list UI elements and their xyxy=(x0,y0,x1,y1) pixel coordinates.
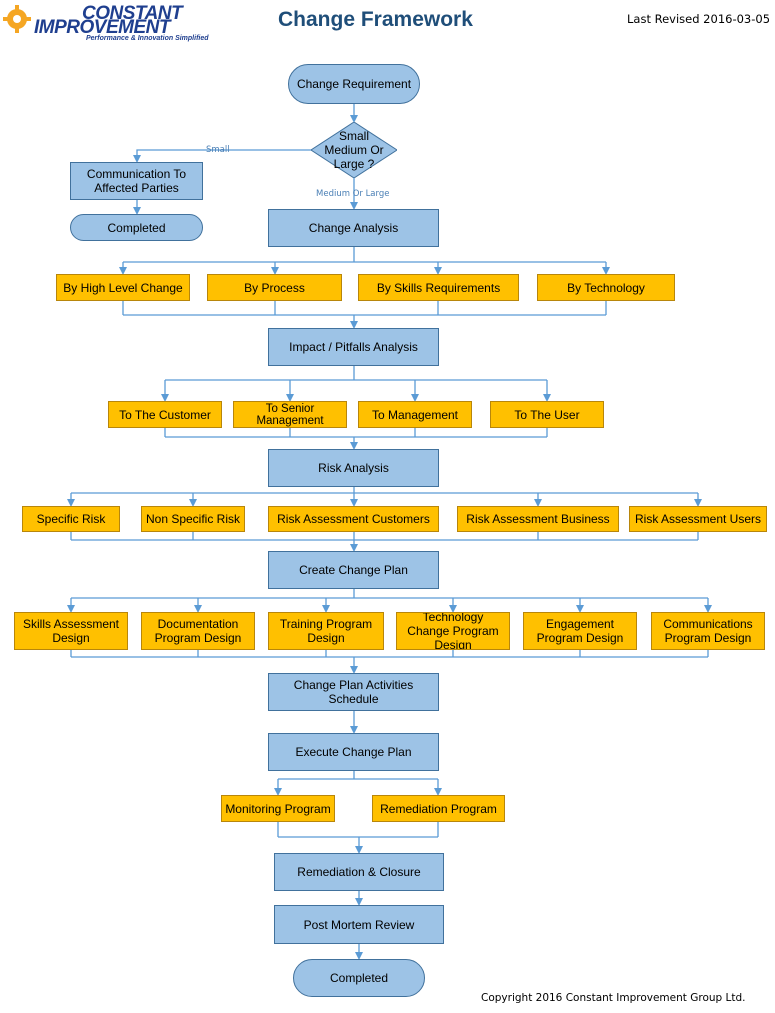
risk-specific: Specific Risk xyxy=(22,506,120,532)
plan-technology-change-program: Technology Change Program Design xyxy=(396,612,510,650)
completed-final: Completed xyxy=(293,959,425,997)
last-revised-date: Last Revised 2016-03-05 xyxy=(627,12,771,26)
create-change-plan: Create Change Plan xyxy=(268,551,439,589)
plan-communications-program: Communications Program Design xyxy=(651,612,765,650)
analysis-technology: By Technology xyxy=(537,274,675,301)
edge-label-medium-large: Medium Or Large xyxy=(316,189,390,199)
page-title: Change Framework xyxy=(278,8,473,31)
impact-management: To Management xyxy=(358,401,472,428)
impact-user: To The User xyxy=(490,401,604,428)
risk-analysis: Risk Analysis xyxy=(268,449,439,487)
execute-monitoring-program: Monitoring Program xyxy=(221,795,335,822)
decision-label-line-1: Small xyxy=(338,129,369,143)
impact-senior-management: To Senior Management xyxy=(233,401,347,428)
decision-label: Small Medium Or Large ? xyxy=(311,129,397,171)
gear-icon xyxy=(3,5,31,33)
decision-label-line-2: Medium Or xyxy=(324,143,384,157)
start-change-requirement: Change Requirement xyxy=(288,64,420,104)
post-mortem-review: Post Mortem Review xyxy=(274,905,444,944)
analysis-skills-requirements: By Skills Requirements xyxy=(358,274,519,301)
communication-affected-parties: Communication To Affected Parties xyxy=(70,162,203,200)
risk-non-specific: Non Specific Risk xyxy=(141,506,245,532)
plan-training-program: Training Program Design xyxy=(268,612,384,650)
change-analysis: Change Analysis xyxy=(268,209,439,247)
decision-diamond xyxy=(311,122,397,178)
analysis-process: By Process xyxy=(207,274,342,301)
remediation-closure: Remediation & Closure xyxy=(274,853,444,891)
risk-assessment-users: Risk Assessment Users xyxy=(629,506,767,532)
execute-change-plan: Execute Change Plan xyxy=(268,733,439,771)
logo-text-improvement: IMPROVEMENT xyxy=(34,17,170,38)
completed-small: Completed xyxy=(70,214,203,241)
impact-pitfalls-analysis: Impact / Pitfalls Analysis xyxy=(268,328,439,366)
decision-label-line-3: Large ? xyxy=(333,157,375,171)
execute-remediation-program: Remediation Program xyxy=(372,795,505,822)
change-plan-activities-schedule: Change Plan Activities Schedule xyxy=(268,673,439,711)
connector xyxy=(133,149,311,163)
logo-text-constant: CONSTANT xyxy=(82,3,183,24)
edge-label-small: Small xyxy=(206,145,230,155)
plan-engagement-program: Engagement Program Design xyxy=(523,612,637,650)
plan-documentation-program: Documentation Program Design xyxy=(141,612,255,650)
analysis-high-level-change: By High Level Change xyxy=(56,274,190,301)
plan-skills-assessment: Skills Assessment Design xyxy=(14,612,128,650)
logo-tagline: Performance & Innovation Simplified xyxy=(86,35,209,42)
risk-assessment-business: Risk Assessment Business xyxy=(457,506,619,532)
impact-customer: To The Customer xyxy=(108,401,222,428)
copyright-notice: Copyright 2016 Constant Improvement Grou… xyxy=(481,992,746,1004)
decision-change-size: Small Medium Or Large ? xyxy=(311,122,397,178)
risk-assessment-customers: Risk Assessment Customers xyxy=(268,506,439,532)
